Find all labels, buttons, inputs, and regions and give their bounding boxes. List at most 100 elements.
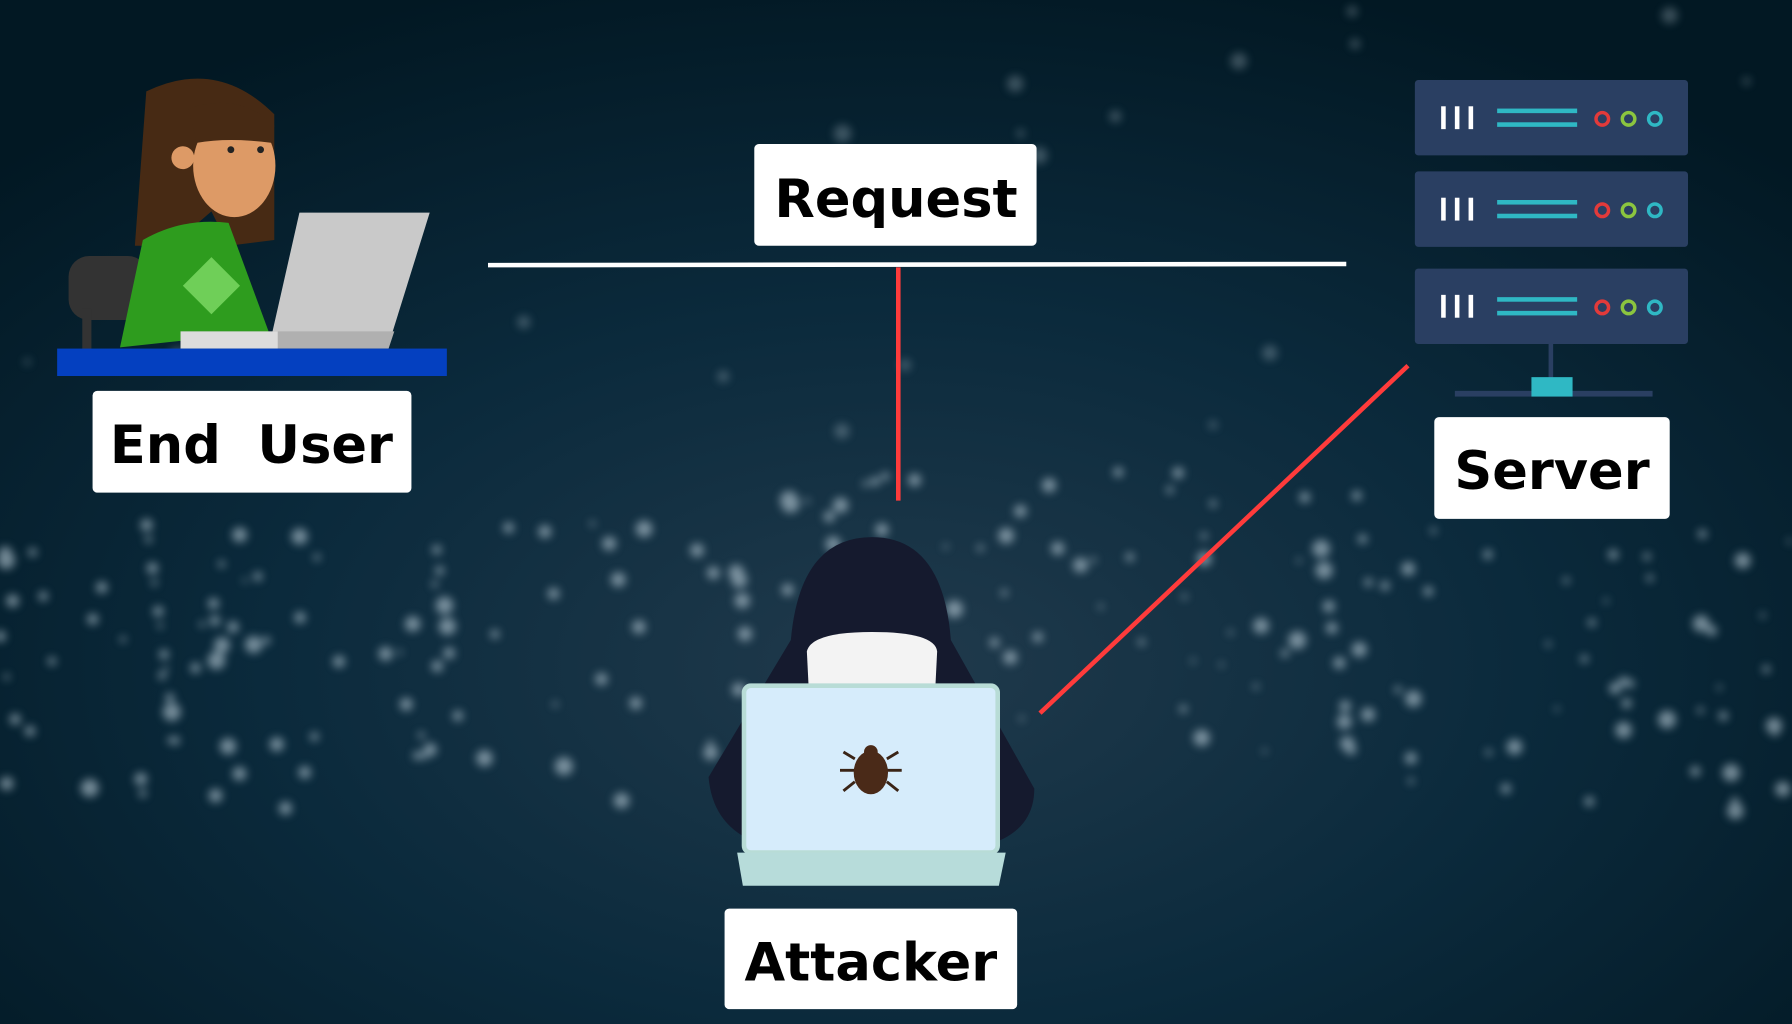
bokeh-dot xyxy=(1430,527,1437,534)
bokeh-dot xyxy=(1325,622,1338,634)
bokeh-dot xyxy=(1405,690,1422,708)
bokeh-dot xyxy=(298,766,311,779)
bokeh-dot xyxy=(613,792,630,809)
bokeh-dot xyxy=(1340,736,1355,751)
desk xyxy=(57,348,447,376)
bokeh-dot xyxy=(1209,499,1217,508)
bokeh-dot xyxy=(899,359,911,371)
bokeh-dot xyxy=(399,697,413,711)
bokeh-dot xyxy=(1208,420,1218,430)
bokeh-dot xyxy=(1690,766,1701,777)
bokeh-dot xyxy=(209,615,221,626)
bokeh-dot xyxy=(157,622,163,629)
bokeh-dot xyxy=(232,766,247,781)
bokeh-dot xyxy=(690,543,704,558)
bokeh-dot xyxy=(432,544,442,555)
bokeh-dot xyxy=(23,358,31,366)
bokeh-dot xyxy=(1615,721,1632,739)
bokeh-dot xyxy=(602,536,617,551)
attacker-label: Attacker xyxy=(724,908,1018,1010)
bokeh-dot xyxy=(1716,684,1722,691)
bokeh-dot xyxy=(1697,706,1704,714)
bokeh-dot xyxy=(976,544,984,552)
bokeh-dot xyxy=(207,651,226,670)
bokeh-dot xyxy=(198,621,205,628)
bokeh-lights xyxy=(0,5,1792,820)
bokeh-dot xyxy=(38,591,48,601)
bokeh-dot xyxy=(1041,478,1057,493)
bokeh-dot xyxy=(1193,729,1210,747)
request-label: Request xyxy=(754,144,1037,246)
bokeh-dot xyxy=(1587,618,1596,627)
bokeh-dot xyxy=(152,606,164,617)
bokeh-dot xyxy=(294,611,306,624)
bokeh-dot xyxy=(262,636,271,645)
bokeh-dot xyxy=(1485,749,1492,756)
bokeh-dot xyxy=(1351,641,1367,658)
bokeh-dot xyxy=(452,710,464,721)
bokeh-dot xyxy=(134,772,148,786)
bokeh-dot xyxy=(834,423,850,439)
bokeh-dot xyxy=(1090,557,1097,563)
bokeh-dot xyxy=(943,544,949,550)
bokeh-dot xyxy=(945,600,964,618)
bokeh-dot xyxy=(435,566,445,576)
bokeh-dot xyxy=(734,592,750,609)
svg-text:Attacker: Attacker xyxy=(745,933,998,994)
bokeh-dot xyxy=(1190,658,1196,664)
bokeh-dot xyxy=(1181,593,1188,600)
bokeh-dot xyxy=(1051,541,1065,556)
bokeh-dot xyxy=(28,547,37,557)
bokeh-dot xyxy=(1098,603,1104,610)
bokeh-dot xyxy=(1734,552,1751,569)
bokeh-dot xyxy=(1032,631,1044,643)
bokeh-dot xyxy=(517,315,531,329)
bokeh-dot xyxy=(431,660,443,672)
bokeh-dot xyxy=(1336,714,1352,730)
bokeh-dot xyxy=(1727,802,1744,820)
bokeh-dot xyxy=(490,629,500,639)
bokeh-dot xyxy=(1349,38,1361,50)
bokeh-dot xyxy=(47,657,57,666)
bokeh-dot xyxy=(610,572,626,587)
bokeh-dot xyxy=(538,525,552,539)
bokeh-dot xyxy=(1603,598,1609,604)
bokeh-dot xyxy=(207,597,220,610)
bokeh-dot xyxy=(438,617,457,635)
bokeh-dot xyxy=(833,124,852,143)
bokeh-dot xyxy=(1296,558,1302,564)
bokeh-dot xyxy=(1200,532,1208,540)
request-line xyxy=(487,261,1347,268)
bokeh-dot xyxy=(378,646,393,661)
bokeh-dot xyxy=(158,671,167,680)
bokeh-dot xyxy=(1562,577,1570,584)
bokeh-dot xyxy=(1016,129,1025,138)
bokeh-dot xyxy=(80,779,99,797)
bokeh-dot xyxy=(1137,638,1146,646)
bokeh-dot xyxy=(1771,729,1779,737)
bokeh-dot xyxy=(1423,586,1434,597)
bokeh-dot xyxy=(1742,77,1751,86)
bokeh-dot xyxy=(870,476,880,487)
bokeh-dot xyxy=(832,497,849,513)
bokeh-dot xyxy=(291,528,308,545)
bokeh-dot xyxy=(1483,550,1493,560)
bokeh-dot xyxy=(1692,615,1710,632)
bokeh-dot xyxy=(1643,552,1651,561)
bokeh-dot xyxy=(804,498,810,504)
bokeh-dot xyxy=(1621,698,1632,709)
woman-with-laptop-icon xyxy=(57,78,447,376)
bokeh-dot xyxy=(1775,781,1791,797)
bokeh-dot xyxy=(253,571,263,581)
bokeh-dot xyxy=(1361,707,1376,722)
bokeh-dot xyxy=(1339,700,1351,712)
bokeh-dot xyxy=(146,562,159,574)
bokeh-dot xyxy=(417,731,425,739)
bokeh-dot xyxy=(0,551,15,569)
bokeh-dot xyxy=(138,789,147,798)
bokeh-dot xyxy=(1253,617,1269,634)
bokeh-dot xyxy=(1299,491,1311,503)
bokeh-dot xyxy=(443,647,455,659)
bokeh-dot xyxy=(1000,589,1008,597)
bokeh-dot xyxy=(1315,561,1333,579)
